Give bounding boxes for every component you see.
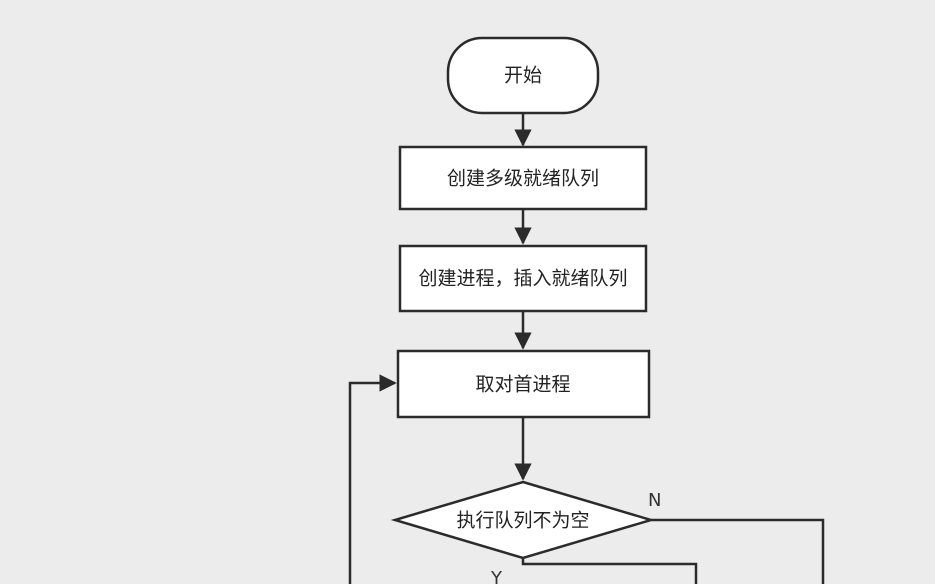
take-head-label: 取对首进程 (475, 374, 570, 396)
start-label: 开始 (504, 65, 542, 87)
create-queues-node: 创建多级就绪队列 (398, 145, 648, 211)
connector-loop-back (348, 374, 397, 584)
create-process-node: 创建进程，插入就绪队列 (398, 244, 648, 313)
branch-no-label: N (648, 490, 661, 511)
create-queues-shape (398, 145, 648, 211)
decision-label: 执行队列不为空 (456, 510, 589, 532)
connector-branch-no (651, 518, 825, 584)
create-process-label: 创建进程，插入就绪队列 (418, 268, 627, 290)
create-queues-label: 创建多级就绪队列 (447, 168, 599, 190)
connector-branch-yes (521, 558, 698, 584)
take-head-shape (396, 349, 651, 419)
decision-node: 执行队列不为空 (390, 480, 656, 560)
take-head-node: 取对首进程 (396, 349, 651, 419)
branch-yes-label: Y (490, 568, 503, 584)
start-node: 开始 (446, 36, 600, 115)
